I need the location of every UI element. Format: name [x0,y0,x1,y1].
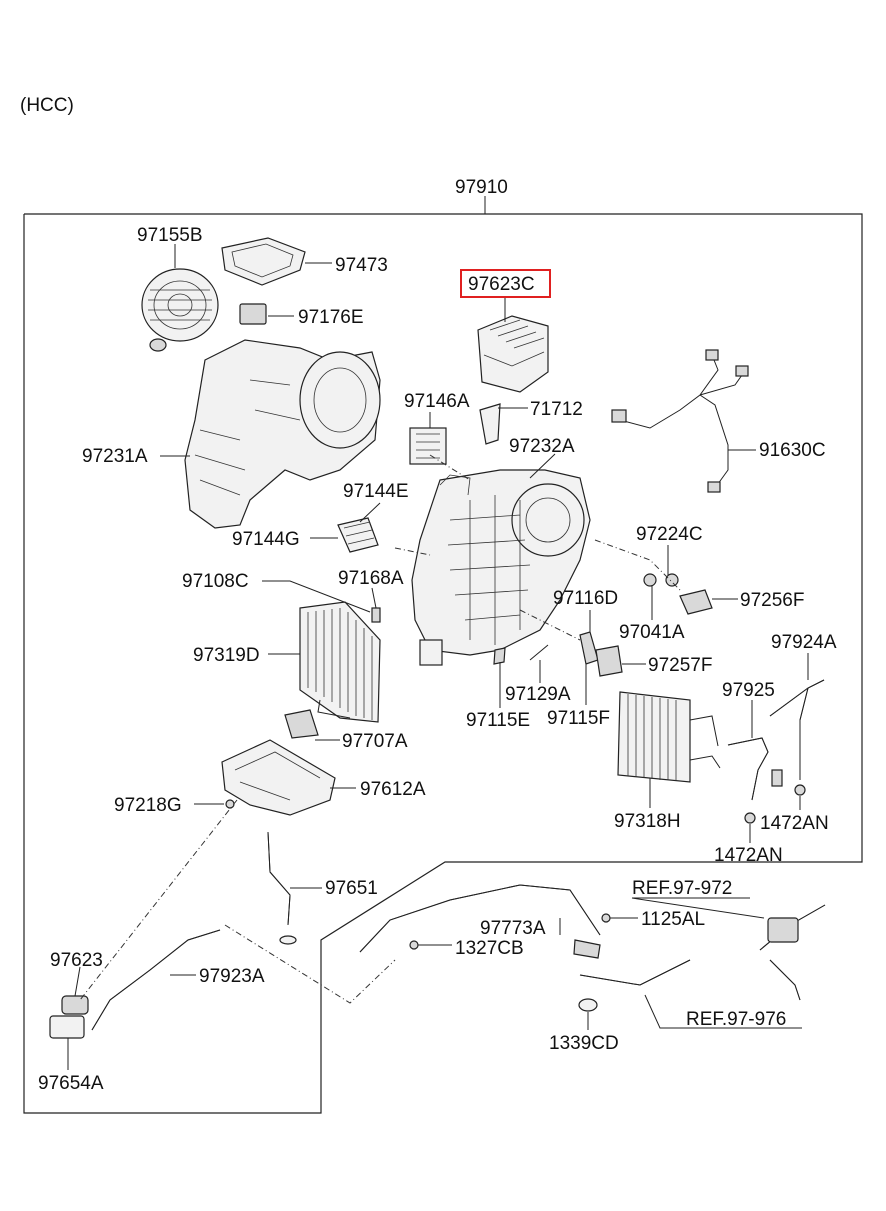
label-97923A[interactable]: 97923A [199,966,265,987]
evaporator-shape [299,601,381,723]
blower-motor-shape [141,268,219,352]
pipe-assembly-shape [359,884,691,986]
assembly-number: 97910 [455,177,508,198]
label-97773A[interactable]: 97773A [480,918,546,939]
label-71712[interactable]: 71712 [530,399,583,420]
seal-shape [337,517,379,553]
pipe-97923a-inner [91,929,221,1031]
label-97651[interactable]: 97651 [325,878,378,899]
bolt-shape [601,913,611,923]
label-ref-97-972[interactable]: REF.97-972 [632,878,732,899]
grommet-shape [578,998,598,1012]
heater-pipes-shape [727,679,825,801]
hvac-housing-shape [411,469,591,666]
label-ref-97-976[interactable]: REF.97-976 [686,1009,786,1030]
label-97115E[interactable]: 97115E [466,710,530,731]
resistor-shape [239,303,267,325]
label-97231A[interactable]: 97231A [82,446,148,467]
label-1472AN-a[interactable]: 1472AN [760,813,829,834]
assembly-guides [79,454,681,1004]
highlight-box [460,269,551,298]
label-97168A[interactable]: 97168A [338,568,404,589]
label-97924A[interactable]: 97924A [771,632,837,653]
label-97232A[interactable]: 97232A [509,436,575,457]
label-97707A[interactable]: 97707A [342,731,408,752]
label-91630C[interactable]: 91630C [759,440,826,461]
filter-shape [409,427,447,465]
upper-case-shape [184,339,381,529]
label-1327CB[interactable]: 1327CB [455,938,524,959]
clamp-b-shape [794,784,806,796]
label-97144E[interactable]: 97144E [343,481,409,502]
clip-shape [479,403,501,445]
ref-fitting-shape [759,904,826,1001]
sensor-shape [371,607,381,623]
label-97257F[interactable]: 97257F [648,655,712,676]
variant-label: (HCC) [20,95,74,116]
label-97318H[interactable]: 97318H [614,811,681,832]
wiring-harness-shape [611,349,749,493]
label-97256F[interactable]: 97256F [740,590,804,611]
clamp-a-shape [744,812,756,824]
label-97108C[interactable]: 97108C [182,571,249,592]
label-97146A[interactable]: 97146A [404,391,470,412]
leader-lines [67,244,809,1070]
actuator-shapes [493,573,713,677]
label-97654A[interactable]: 97654A [38,1073,104,1094]
heater-core-shape [617,691,721,783]
label-97041A[interactable]: 97041A [619,622,685,643]
assembly-frame [23,213,863,1114]
expansion-valve-shape [284,709,319,739]
label-97473[interactable]: 97473 [335,255,388,276]
label-97224C[interactable]: 97224C [636,524,703,545]
label-97925[interactable]: 97925 [722,680,775,701]
label-97116D[interactable]: 97116D [553,588,618,609]
label-1472AN-b[interactable]: 1472AN [714,845,783,866]
screw-shape [225,799,235,809]
drain-hose-shape [267,831,297,945]
label-97319D[interactable]: 97319D [193,645,260,666]
duct-shape [477,315,549,393]
label-97612A[interactable]: 97612A [360,779,426,800]
label-1339CD[interactable]: 1339CD [549,1033,619,1054]
nut-shape [409,940,419,950]
label-97176E[interactable]: 97176E [298,307,364,328]
label-1125AL[interactable]: 1125AL [641,909,705,930]
label-97144G[interactable]: 97144G [232,529,300,550]
gasket-shape [221,237,306,286]
label-97155B[interactable]: 97155B [137,225,203,246]
label-97218G[interactable]: 97218G [114,795,182,816]
fittings-shape [49,995,89,1039]
lower-case-shape [221,739,336,816]
label-97623[interactable]: 97623 [50,950,103,971]
label-97115F[interactable]: 97115F [547,708,610,729]
label-97623C[interactable]: 97623C [468,274,535,295]
label-97129A[interactable]: 97129A [505,684,571,705]
